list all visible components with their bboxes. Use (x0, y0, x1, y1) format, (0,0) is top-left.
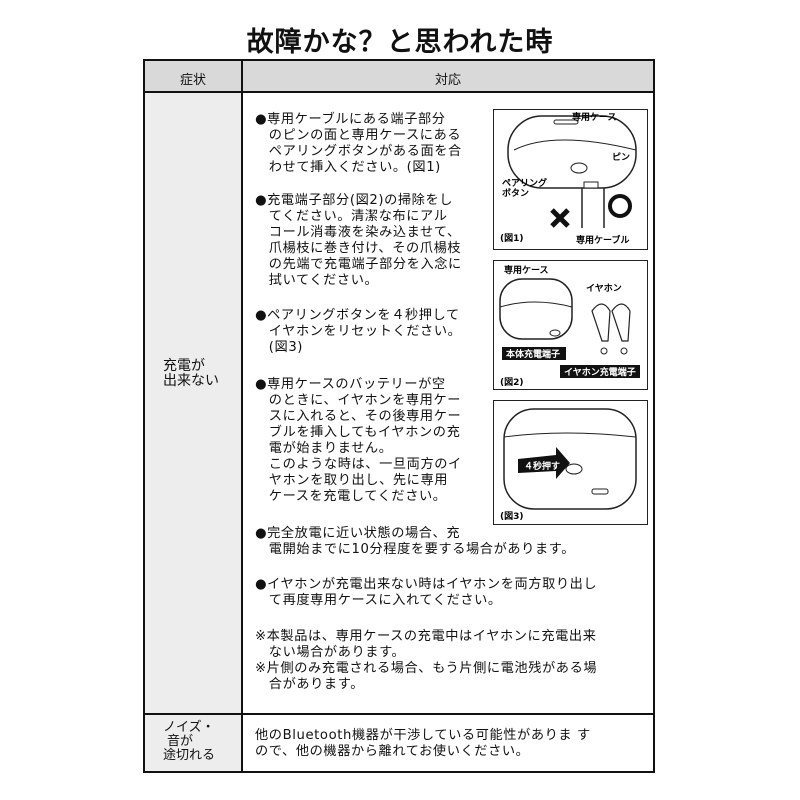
header-action: 対応 (434, 73, 461, 88)
action-paragraph-1: ●専用ケーブルにある端子部分 のピンの面と専用ケースにある ペアリングボタンがあ… (255, 112, 462, 175)
fig2-case-label: 専用ケース (504, 264, 549, 276)
action-paragraph-3: ●ペアリングボタンを４秒押して イヤホンをリセットください。 (図3) (255, 308, 462, 355)
fig3-press-label: ４秒押す (524, 460, 560, 472)
fig1-cable-label: 専用ケーブル (576, 234, 629, 246)
fig1-pin-label: ピン (612, 151, 630, 163)
symptom-cell-charging (145, 93, 241, 713)
noise-action: 他のBluetooth機器が干渉している可能性がありま す ので、他の機器から離… (255, 728, 591, 759)
header-symptom: 症状 (179, 73, 206, 88)
fig2-main-terminal-label: 本体充電端子 (506, 348, 560, 360)
fig2-caption: (図2) (500, 377, 524, 388)
troubleshooting-table: 症状 対応 充電が 出来ない ノイズ・ 音が 途切れる ●専用ケーブルにある端子… (143, 59, 655, 773)
symptom-cell-noise (145, 715, 241, 771)
figure-3: ４秒押す (図3) (493, 400, 648, 525)
figure-2: 専用ケース イヤホン 本体充電端子 イヤホン充電端子 (図2) (493, 260, 648, 390)
fig1-case-label: 専用ケース (572, 111, 617, 123)
row-divider (145, 713, 653, 715)
symptom-line: 途切れる (163, 748, 216, 763)
fig3-caption: (図3) (500, 511, 524, 522)
symptom-noise: ノイズ・ 音が 途切れる (163, 721, 215, 763)
action-paragraph-6: ●イヤホンが充電出来ない時はイヤホンを両方取り出し て再度専用ケースに入れてくだ… (255, 577, 598, 608)
symptom-charging: 充電が 出来ない (163, 359, 219, 389)
fig1-pairing-label: ペアリングボタン (502, 177, 547, 199)
action-paragraph-2: ●充電端子部分(図2)の掃除をし てください。清潔な布にアル コール消毒液を染み… (255, 193, 462, 288)
symptom-line: 出来ない (163, 373, 219, 389)
page-title: 故障かな？と思われた時 (246, 27, 554, 58)
action-paragraph-5: ●完全放電に近い状態の場合、充 電開始までに10分程度を要する場合があります。 (255, 526, 575, 557)
fig2-earphone-terminal-label: イヤホン充電端子 (564, 366, 636, 378)
fig1-caption: (図1) (500, 233, 524, 244)
symptom-line: 充電が (163, 358, 205, 374)
notes: ※本製品は、専用ケースの充電中はイヤホンに充電出来 ない場合があります。 ※片側… (255, 629, 598, 692)
table-header (145, 61, 653, 93)
column-divider (241, 61, 243, 771)
symptom-line: 音が (167, 734, 194, 749)
fig2-earphone-label: イヤホン (586, 283, 622, 294)
action-paragraph-4: ●専用ケースのバッテリーが空 のときに、イヤホンを専用ケー スに入れると、その後… (255, 377, 462, 504)
figure-1: 専用ケース ピン ペアリングボタン 専用ケーブル (図1) (493, 109, 648, 250)
symptom-line: ノイズ・ (163, 720, 215, 735)
